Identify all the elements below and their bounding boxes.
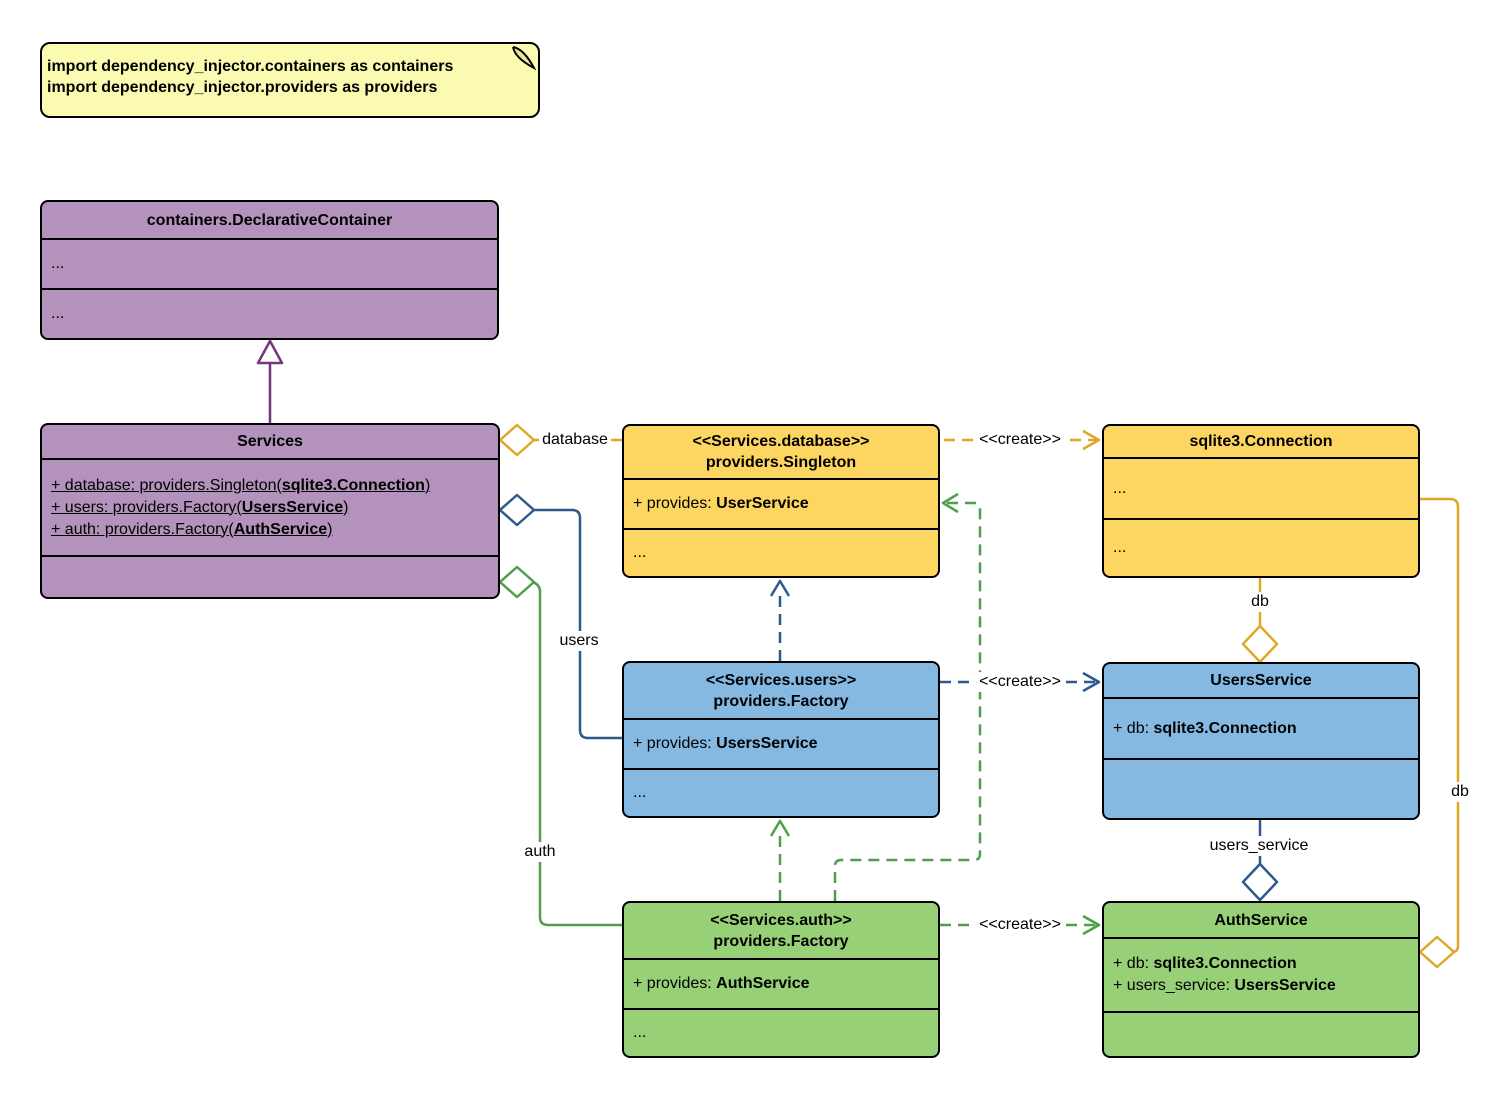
class-title: UsersService (1210, 672, 1312, 689)
class-auth-service: AuthService + db: sqlite3.Connection + u… (1102, 901, 1420, 1058)
attribute-users: + users: providers.Factory(UsersService) (51, 498, 349, 516)
create-auth-arrowhead-icon (1082, 914, 1101, 936)
class-users-factory: <<Services.users>> providers.Factory + p… (622, 661, 940, 818)
class-sqlite-connection: sqlite3.Connection ... ... (1102, 424, 1420, 578)
create-database-arrowhead-icon (1082, 429, 1101, 451)
import-note: import dependency_injector.containers as… (40, 42, 540, 118)
db-auth-diamond-icon (1418, 935, 1456, 969)
edge-label-auth: auth (521, 842, 559, 862)
attribute-auth: + auth: providers.Factory(AuthService) (51, 520, 333, 538)
class-auth-factory: <<Services.auth>> providers.Factory + pr… (622, 901, 940, 1058)
edge-label-create-database: <<create>> (976, 430, 1064, 450)
edge-label-users-service: users_service (1206, 836, 1312, 856)
class-stereotype: <<Services.users>> (705, 671, 857, 689)
import-note-line: import dependency_injector.containers as… (47, 58, 454, 75)
attribute-database: + database: providers.Singleton(sqlite3.… (51, 476, 431, 494)
class-title: <<Services.database>> providers.Singleto… (692, 433, 870, 471)
attribute-provides: + provides: AuthService (624, 958, 938, 1008)
class-title: <<Services.auth>> providers.Factory (710, 911, 852, 950)
users-service-diamond-icon (1241, 862, 1279, 902)
class-row: ... (1104, 518, 1418, 576)
class-row: ... (42, 288, 497, 338)
attribute-provides: + provides: UsersService (624, 718, 938, 768)
edge-auth (531, 580, 622, 927)
db-users-diamond-icon (1241, 624, 1279, 664)
class-attributes: + db: sqlite3.Connection + users_service… (1104, 937, 1418, 1011)
class-attributes: + database: providers.Singleton(sqlite3.… (42, 458, 498, 555)
dep-auth-singleton-arrowhead-icon (941, 492, 959, 514)
edge-label-create-auth: <<create>> (976, 915, 1064, 935)
import-note-line: import dependency_injector.providers as … (47, 79, 438, 96)
create-users-arrowhead-icon (1082, 671, 1101, 693)
class-title: <<Services.users>> providers.Factory (705, 671, 857, 710)
class-database-singleton: <<Services.database>> providers.Singleto… (622, 424, 940, 578)
edge-label-db-users: db (1248, 592, 1272, 612)
edge-label-db-auth: db (1448, 782, 1472, 802)
class-title: Services (237, 433, 303, 450)
class-title: containers.DeclarativeContainer (146, 211, 393, 229)
class-row: ... (624, 1008, 938, 1056)
class-services: Services + database: providers.Singleton… (40, 423, 500, 599)
class-declarative-container: containers.DeclarativeContainer ... ... (40, 200, 499, 340)
class-empty-row (1104, 1011, 1418, 1056)
generalization-arrowhead-icon (256, 339, 284, 365)
database-diamond-icon (498, 423, 536, 457)
attribute-db: + db: sqlite3.Connection (1113, 955, 1297, 972)
attribute-provides: + provides: UserService (624, 478, 938, 528)
class-users-service: UsersService + db: sqlite3.Connection (1102, 662, 1420, 820)
edge-label-users: users (556, 631, 602, 651)
class-row: ... (624, 528, 938, 576)
class-title: AuthService (1214, 911, 1308, 929)
attribute-db: + db: sqlite3.Connection (1104, 697, 1418, 758)
dep-users-arrowhead-icon (769, 579, 791, 597)
attribute-users-service: + users_service: UsersService (1113, 977, 1336, 994)
class-title: sqlite3.Connection (1189, 433, 1333, 450)
edge-label-database: database (539, 430, 611, 450)
class-row: ... (1104, 457, 1418, 518)
auth-diamond-icon (498, 565, 536, 599)
class-stereotype: <<Services.database>> (692, 433, 870, 450)
edge-db-auth (1420, 497, 1460, 954)
class-row: ... (42, 238, 497, 288)
users-diamond-icon (498, 493, 536, 527)
edge-dep-auth-singleton (833, 501, 982, 901)
edge-users (534, 508, 622, 740)
note-fold-icon (512, 46, 537, 71)
class-stereotype: <<Services.auth>> (710, 911, 852, 929)
class-row: ... (624, 768, 938, 816)
class-empty-row (42, 555, 498, 597)
edge-label-create-users: <<create>> (976, 672, 1064, 692)
dep-auth-users-arrowhead-icon (769, 819, 791, 837)
class-empty-row (1104, 758, 1418, 818)
